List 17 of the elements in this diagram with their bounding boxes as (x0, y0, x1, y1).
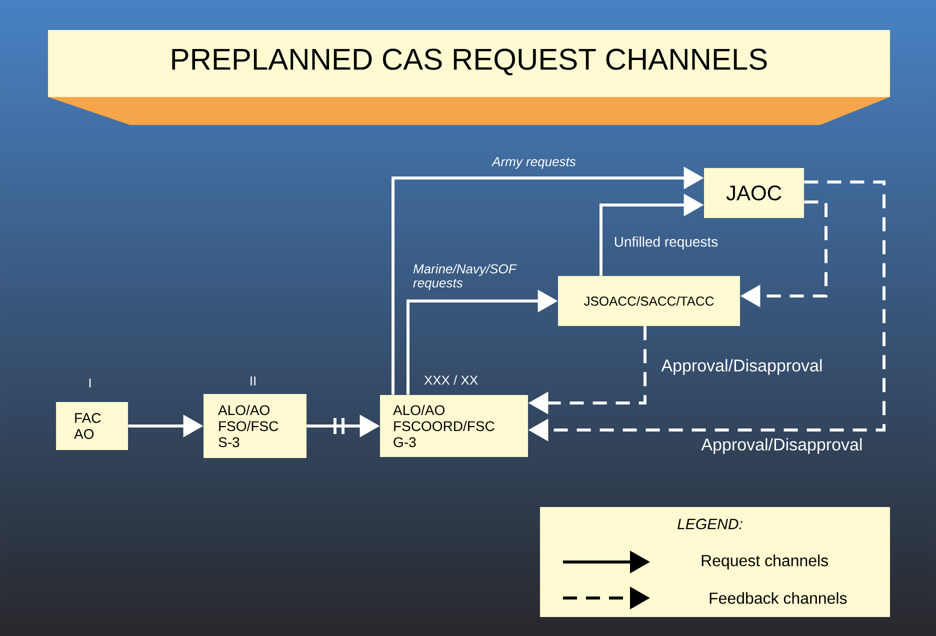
edge-label: Army requests (491, 157, 576, 169)
edge-label: Marine/Navy/SOF requests (413, 264, 517, 290)
control-center-box: JAOC (704, 168, 804, 218)
legend-title: LEGEND: (678, 518, 742, 530)
edge-label: Unfilled requests (614, 236, 718, 250)
echelon-label: XXX / XX (424, 375, 478, 385)
unit-box: ALO/AO FSO/FSC S-3 (204, 394, 306, 458)
legend-text: Feedback channels (710, 592, 847, 604)
title-banner: PREPLANNED CAS REQUEST CHANNELS (48, 30, 890, 125)
control-center-box: JSOACC/SACC/TACC (558, 276, 740, 326)
unit-box: FAC AO (56, 402, 128, 450)
echelon-label: I (89, 378, 91, 388)
edge-label: Approval/Disapproval (701, 438, 862, 454)
edge-label: Approval/Disapproval (661, 359, 822, 375)
legend-text: Request channels (702, 554, 828, 570)
unit-box: ALO/AO FSCOORD/FSC G-3 (380, 394, 528, 457)
echelon-label: II (250, 376, 256, 386)
